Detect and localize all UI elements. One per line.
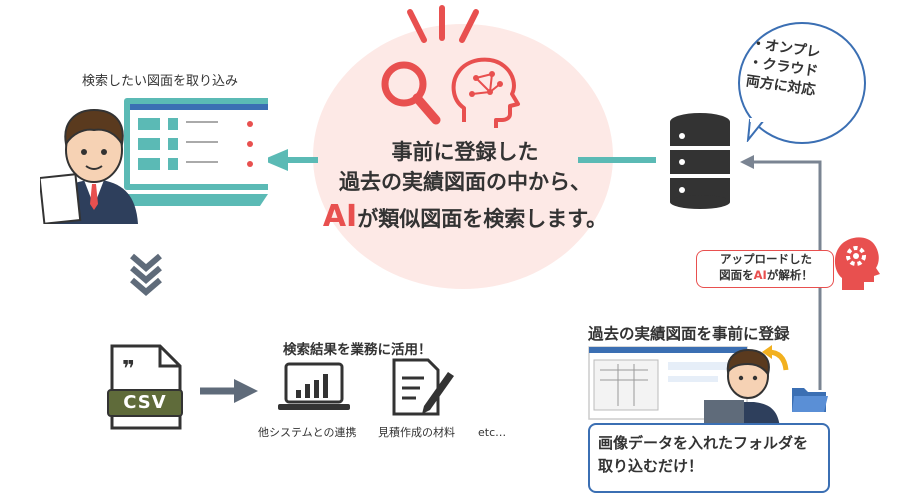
- center-line2: 過去の実績図面の中から、: [339, 170, 591, 194]
- info-line2: 取り込むだけ！: [598, 457, 704, 475]
- upload-flow-arrow: [740, 155, 822, 390]
- laptop-chart-icon: [278, 362, 350, 410]
- import-info-text: 画像データを入れたフォルダを 取り込むだけ！: [598, 432, 824, 478]
- svg-text:❞: ❞: [122, 357, 135, 382]
- csv-file-icon: ❞: [107, 344, 183, 430]
- usage-item-estimate: 見積作成の材料: [378, 426, 455, 439]
- laptop-search-screen: [102, 98, 268, 206]
- chevron-down-icon: [130, 253, 162, 296]
- callout-line1: アップロードした: [720, 252, 812, 266]
- usage-title: 検索結果を業務に活用！: [283, 342, 432, 358]
- yellow-curved-arrow: [762, 345, 789, 371]
- document-pen-icon: [392, 358, 454, 416]
- analysis-callout-text: アップロードした 図面をAIが解析！: [704, 251, 828, 283]
- csv-label: CSV: [123, 392, 167, 413]
- teal-flow-arrow: [262, 149, 656, 171]
- callout-ai-text: AI: [753, 268, 767, 282]
- ai-brain-head-icon: [451, 57, 520, 128]
- analysis-callout: [696, 250, 834, 288]
- center-line3: AIが類似図面を検索します。: [300, 197, 630, 239]
- server-icon: [670, 113, 730, 209]
- ai-gear-head-icon: [834, 237, 880, 290]
- center-line1: 事前に登録した: [391, 140, 539, 164]
- person-at-laptop-icon: [704, 348, 780, 428]
- search-drawing-label: 検索したい図面を取り込み: [82, 74, 239, 89]
- usage-item-etc: etc…: [478, 426, 507, 439]
- register-title: 過去の実績図面を事前に登録: [588, 325, 790, 343]
- bubble-tail: [746, 118, 767, 142]
- usage-item-integration: 他システムとの連携: [258, 426, 357, 439]
- person-with-document-icon: [40, 108, 138, 224]
- center-message: 事前に登録した 過去の実績図面の中から、 AIが類似図面を検索します。: [300, 137, 630, 239]
- center-ai-text: AI: [322, 199, 358, 234]
- magnifier-icon: [381, 61, 441, 125]
- center-line3-rest: が類似図面を検索します。: [357, 207, 608, 231]
- info-line1: 画像データを入れたフォルダを: [598, 434, 809, 452]
- accent-rays: [407, 5, 479, 43]
- dark-right-arrow: [200, 379, 258, 403]
- callout-line2: 図面をAIが解析！: [719, 268, 813, 282]
- folder-icon: [792, 388, 828, 412]
- import-info-box: [588, 423, 830, 493]
